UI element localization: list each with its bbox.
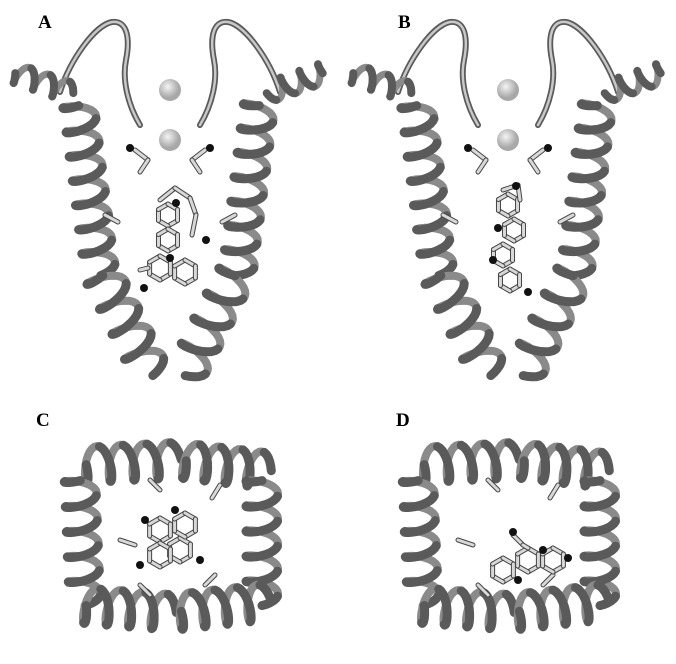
inner-helix-left-lower [87,276,164,376]
nitrogen-atom [514,576,522,584]
side-chain-4 [205,575,215,585]
nitrogen-atom [509,528,517,536]
pore-helix-left [14,67,74,96]
ion-top [497,79,519,101]
ligand-tail [140,268,148,270]
oxygen-atom [464,144,472,152]
helix-top-left [423,442,519,482]
ligand-ring-1 [150,518,171,542]
side-view-structure-b [338,0,676,390]
ligand-ring-4 [175,513,196,537]
panel-d: D [338,390,676,664]
ligand-chain [513,535,528,548]
nitrogen-atom [494,224,502,232]
side-chain-right-2 [222,215,235,222]
nitrogen-atom [166,254,174,262]
side-chain-left-1 [135,150,148,172]
inner-helix-left-upper [401,106,453,276]
top-view-structure-c [0,390,338,664]
oxygen-atom [206,144,214,152]
ligand-ring-4 [175,260,196,284]
side-chain-right-1 [530,150,543,172]
side-chain-2 [212,485,220,498]
nitrogen-atom [141,516,149,524]
nitrogen-atom [512,182,520,190]
nitrogen-atom [202,236,210,244]
ion-bottom [159,129,181,151]
panel-a: A [0,0,338,390]
side-chain-4 [543,575,553,585]
inner-helix-left-lower [425,276,502,376]
nitrogen-atom [564,554,572,562]
nitrogen-atom [136,561,144,569]
ion-bottom [497,129,519,151]
inner-helix-right-lower [519,268,583,377]
side-chain-2 [550,485,558,498]
side-chain-right-2 [560,215,573,222]
ligand-ring-1 [158,204,177,226]
nitrogen-atom [489,256,497,264]
panel-b: B [338,0,676,390]
inner-helix-left-upper [63,106,115,276]
side-view-structure-a [0,0,338,390]
nitrogen-atom [539,546,547,554]
helix-bottom-right [518,585,610,630]
nitrogen-atom [524,288,532,296]
ligand-ring-1 [498,194,517,216]
panel-c: C [0,390,338,664]
top-view-structure-d [338,390,676,664]
ligand-ring-1 [493,558,514,582]
pore-helix-left [352,67,412,96]
helix-top-left [85,442,181,482]
helix-bottom-right [180,585,271,630]
side-chain-3 [458,540,473,545]
ligand-ring-2 [504,219,523,241]
side-chain-right-1 [192,150,205,172]
inner-helix-right-upper [225,104,274,276]
nitrogen-atom [171,506,179,514]
nitrogen-atom [140,284,148,292]
nitrogen-atom [196,556,204,564]
ligand-ring-2 [158,229,177,251]
inner-helix-right-upper [563,104,612,276]
ligand-ring-3 [493,244,512,266]
oxygen-atom [126,144,134,152]
inner-helix-right-lower [181,268,245,377]
nitrogen-atom [172,199,180,207]
side-chain-left-1 [473,150,486,172]
ion-top [159,79,181,101]
side-chain-3 [120,540,135,545]
ligand-ring-4 [500,269,519,291]
oxygen-atom [544,144,552,152]
ligand-ring-2 [518,548,539,572]
